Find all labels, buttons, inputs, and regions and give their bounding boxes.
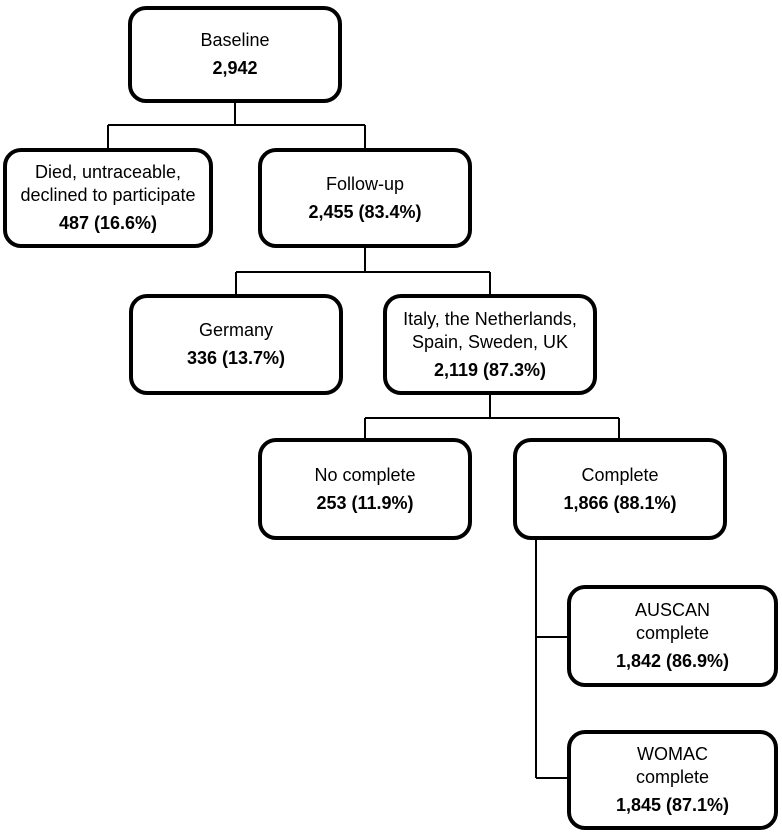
node-label: Germany <box>198 320 274 340</box>
connector-complete-rail <box>535 538 569 779</box>
node-label: No complete <box>314 464 416 485</box>
node-label: Complete <box>581 464 659 485</box>
node-label: AUSCAN <box>634 600 710 620</box>
connector-baseline-split <box>107 101 366 152</box>
connector-italy-split <box>364 393 620 442</box>
node-value: 2,119 (87.3%) <box>433 359 547 380</box>
node-label: Baseline <box>200 30 270 50</box>
node-label: Italy, the Netherlands, <box>403 308 577 329</box>
node-value: 487 (16.6%) <box>58 213 158 233</box>
node-label: Died, untraceable, <box>34 162 182 182</box>
node-value: 336 (13.7%) <box>186 348 286 368</box>
node-follow-up: Follow-up 2,455 (83.4%) <box>258 148 472 248</box>
node-value: 1,866 (88.1%) <box>563 492 677 513</box>
node-label: Follow-up <box>325 173 405 194</box>
node-womac-complete: WOMAC complete 1,845 (87.1%) <box>567 730 778 830</box>
node-value: 1,842 (86.9%) <box>615 651 730 671</box>
connector-followup-split <box>235 246 491 298</box>
node-baseline: Baseline 2,942 <box>128 6 342 103</box>
node-value: 253 (11.9%) <box>316 492 414 513</box>
node-label: complete <box>635 767 710 787</box>
node-label: WOMAC <box>637 744 708 764</box>
node-italy-netherlands-spain-sweden-uk: Italy, the Netherlands, Spain, Sweden, U… <box>383 294 597 395</box>
node-value: 1,845 (87.1%) <box>615 795 730 815</box>
node-no-complete: No complete 253 (11.9%) <box>258 438 472 540</box>
node-value: 2,942 <box>212 58 258 78</box>
node-germany: Germany 336 (13.7%) <box>129 294 343 395</box>
node-auscan-complete: AUSCAN complete 1,842 (86.9%) <box>567 585 778 687</box>
node-label: complete <box>635 623 710 643</box>
node-complete: Complete 1,866 (88.1%) <box>513 438 727 540</box>
node-died-untraceable-declined: Died, untraceable, declined to participa… <box>3 148 213 248</box>
node-value: 2,455 (83.4%) <box>308 201 422 222</box>
node-label: declined to participate <box>20 185 196 205</box>
node-label: Spain, Sweden, UK <box>411 331 569 352</box>
